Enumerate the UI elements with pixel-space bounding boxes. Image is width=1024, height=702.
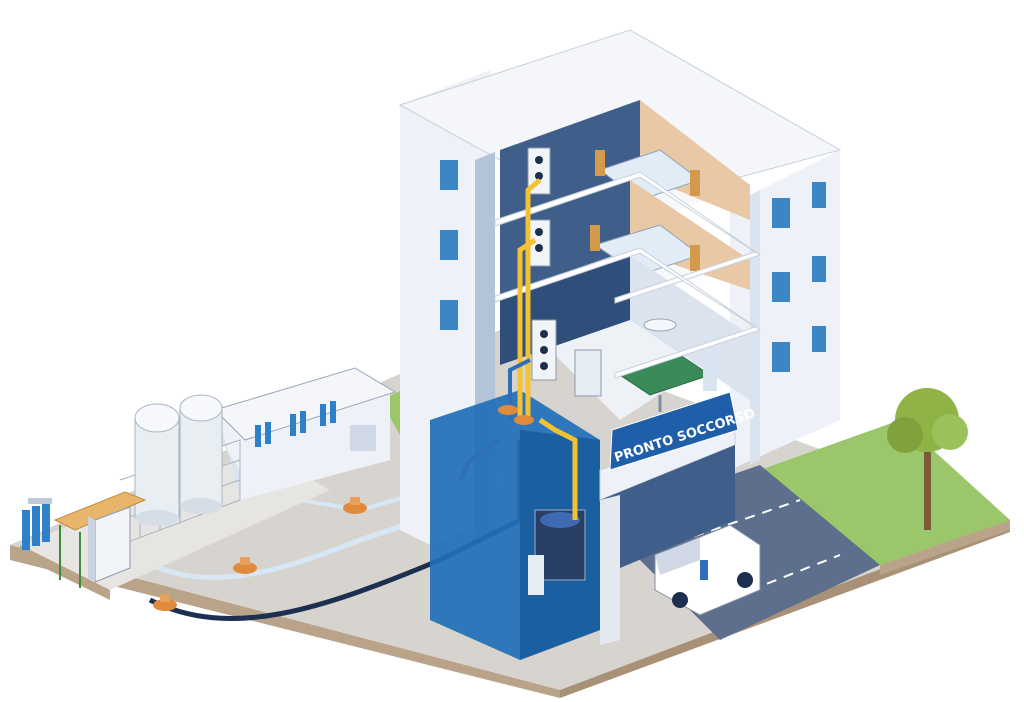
tree-icon [887, 388, 968, 530]
lawn-right [760, 420, 1010, 575]
gas-panel-icon [527, 219, 551, 267]
valve-icon [153, 594, 177, 611]
floor-slabs [494, 171, 762, 379]
gas-panel-icon [88, 506, 131, 583]
cylinder-canopy [53, 491, 147, 588]
emergency-entrance: PRONTO SOCCORSO [599, 391, 757, 645]
window-grid-right [772, 182, 826, 372]
compressor-unit [528, 509, 586, 595]
storage-tank-icon [134, 403, 180, 526]
valve-icon [343, 497, 367, 514]
ambulance-icon [654, 524, 761, 616]
plant-room [430, 390, 600, 660]
gas-riser-pipes [458, 358, 531, 481]
gas-cylinder-icon [255, 401, 336, 447]
gas-cylinder-icon [22, 498, 52, 550]
gas-store-shed [214, 367, 397, 500]
surgical-lamp [643, 318, 677, 332]
anesthesia-machine [574, 349, 602, 397]
valve-icon [233, 557, 257, 574]
gas-panel-icon [531, 319, 557, 381]
storage-yard [20, 367, 397, 600]
valve-icon [498, 405, 534, 425]
emergency-sign-board [609, 391, 739, 471]
window-grid-left [440, 160, 458, 330]
hospital-building: PRONTO SOCCORSO [398, 29, 842, 660]
storage-tank-icon [179, 394, 223, 514]
